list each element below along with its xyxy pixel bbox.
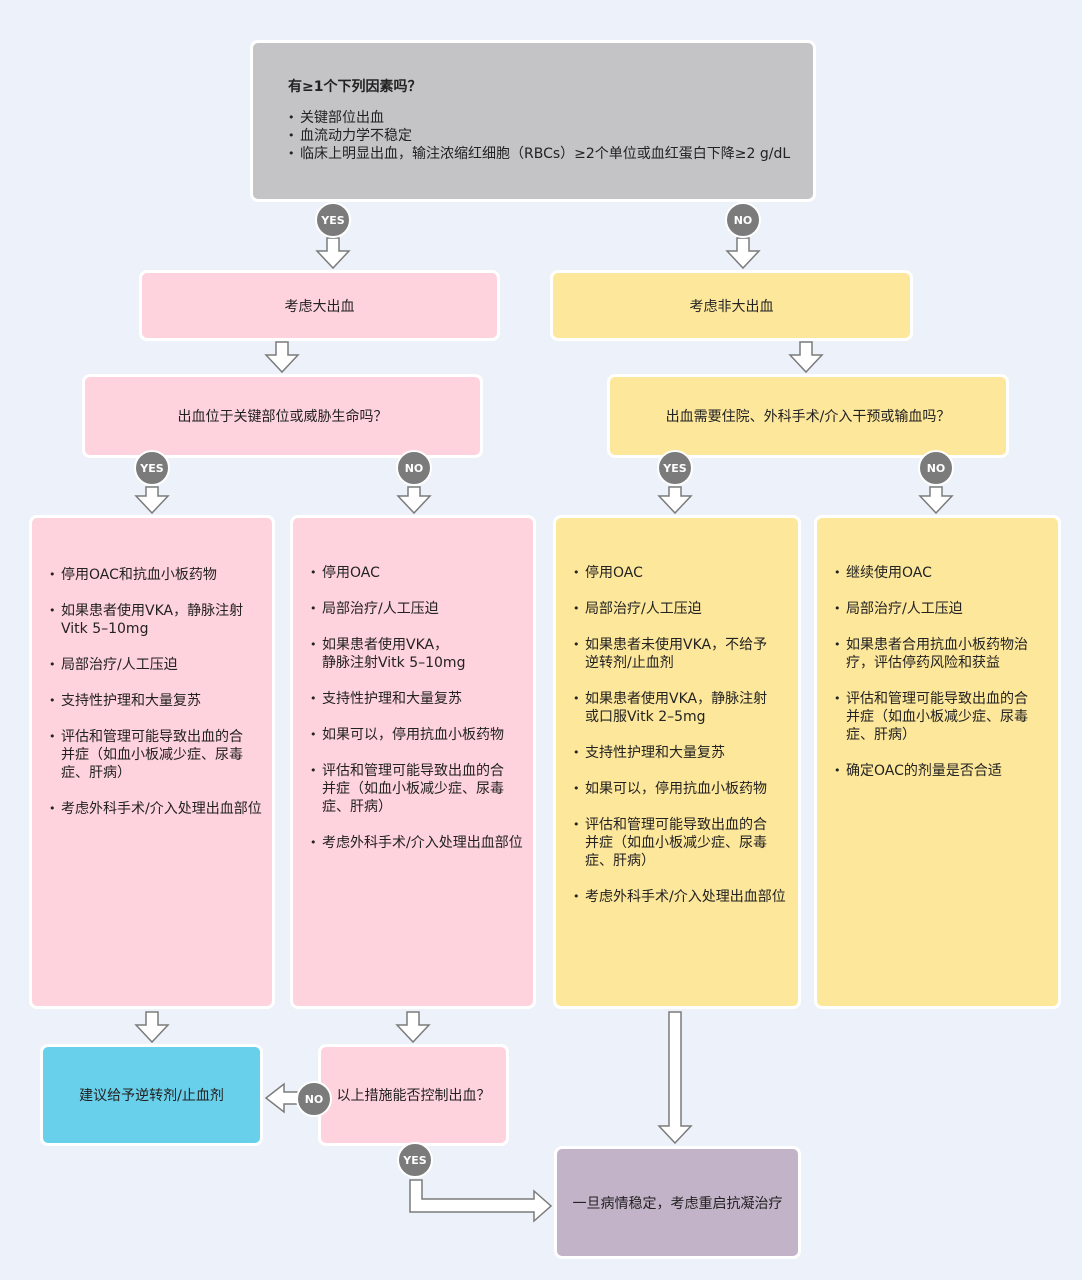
arrow-down	[395, 1011, 431, 1044]
no-badge: NO	[918, 450, 954, 486]
management-item: 考虑外科手术/介入处理出血部位	[573, 888, 792, 906]
management-item: 如果患者使用VKA，静脉注射 Vitk 5–10mg	[49, 602, 262, 638]
reversal-agent-box: 建议给予逆转剂/止血剂	[40, 1044, 263, 1146]
management-item: 如果患者未使用VKA，不给予 逆转剂/止血剂	[573, 636, 792, 672]
initial-question: 有≥1个下列因素吗？	[288, 79, 422, 95]
management-item: 局部治疗/人工压迫	[49, 656, 262, 674]
arrow-down	[396, 486, 432, 515]
initial-factor-list: 关键部位出血 血流动力学不稳定 临床上明显出血，输注浓缩红细胞（RBCs）≥2个…	[288, 109, 813, 163]
yes-badge: YES	[315, 202, 351, 238]
management-list: 停用OAC 局部治疗/人工压迫 如果患者未使用VKA，不给予 逆转剂/止血剂 如…	[573, 564, 792, 906]
arrow-down	[134, 1011, 170, 1044]
management-item: 如果患者使用VKA， 静脉注射Vitk 5–10mg	[310, 636, 527, 672]
management-item: 局部治疗/人工压迫	[573, 600, 792, 618]
arrow-down	[725, 237, 761, 270]
bleeding-control-question: 以上措施能否控制出血？	[336, 1088, 491, 1104]
factor-item: 关键部位出血	[288, 109, 813, 127]
intervention-question: 出血需要住院、外科手术/介入干预或输血吗？	[665, 409, 951, 425]
arrow-down	[315, 237, 351, 270]
bleeding-control-question-box: 以上措施能否控制出血？	[318, 1044, 509, 1146]
major-bleeding-title: 考虑大出血	[284, 298, 355, 315]
management-item: 考虑外科手术/介入处理出血部位	[49, 800, 262, 818]
arrow-down	[657, 486, 693, 515]
reversal-agent-text: 建议给予逆转剂/止血剂	[79, 1088, 224, 1104]
management-item: 停用OAC	[310, 564, 527, 582]
yes-badge: YES	[657, 450, 693, 486]
yes-badge: YES	[134, 450, 170, 486]
restart-anticoagulation-box: 一旦病情稳定，考虑重启抗凝治疗	[554, 1146, 801, 1259]
critical-site-question: 出血位于关键部位或威胁生命吗？	[177, 409, 388, 425]
major-bleeding-box: 考虑大出血	[139, 270, 500, 341]
management-item: 评估和管理可能导致出血的合 并症（如血小板减少症、尿毒 症、肝病）	[310, 762, 527, 816]
management-item: 评估和管理可能导致出血的合 并症（如血小板减少症、尿毒 症、肝病）	[834, 690, 1052, 744]
initial-assessment-box: 有≥1个下列因素吗？ 关键部位出血 血流动力学不稳定 临床上明显出血，输注浓缩红…	[250, 40, 816, 202]
no-badge: NO	[296, 1081, 332, 1117]
management-item: 评估和管理可能导致出血的合 并症（如血小板减少症、尿毒 症、肝病）	[49, 728, 262, 782]
nonmajor-bleeding-title: 考虑非大出血	[689, 298, 774, 315]
factor-item: 临床上明显出血，输注浓缩红细胞（RBCs）≥2个单位或血红蛋白下降≥2 g/dL	[288, 145, 813, 163]
nonmajor-intervention-management-box: 停用OAC 局部治疗/人工压迫 如果患者未使用VKA，不给予 逆转剂/止血剂 如…	[553, 515, 801, 1009]
management-item: 如果患者使用VKA，静脉注射 或口服Vitk 2–5mg	[573, 690, 792, 726]
management-item: 局部治疗/人工压迫	[834, 600, 1052, 618]
arrow-down	[918, 486, 954, 515]
factor-item: 血流动力学不稳定	[288, 127, 813, 145]
management-item: 继续使用OAC	[834, 564, 1052, 582]
critical-bleeding-management-box: 停用OAC和抗血小板药物 如果患者使用VKA，静脉注射 Vitk 5–10mg …	[29, 515, 275, 1009]
management-list: 停用OAC和抗血小板药物 如果患者使用VKA，静脉注射 Vitk 5–10mg …	[49, 566, 262, 818]
management-list: 继续使用OAC 局部治疗/人工压迫 如果患者合用抗血小板药物治 疗，评估停药风险…	[834, 564, 1052, 780]
critical-site-question-box: 出血位于关键部位或威胁生命吗？	[82, 374, 483, 458]
nonmajor-bleeding-box: 考虑非大出血	[550, 270, 913, 341]
management-item: 如果患者合用抗血小板药物治 疗，评估停药风险和获益	[834, 636, 1052, 672]
no-badge: NO	[725, 202, 761, 238]
management-item: 如果可以，停用抗血小板药物	[573, 780, 792, 798]
no-badge: NO	[396, 450, 432, 486]
management-item: 确定OAC的剂量是否合适	[834, 762, 1052, 780]
management-item: 支持性护理和大量复苏	[49, 692, 262, 710]
arrow-elbow	[409, 1179, 553, 1223]
management-item: 停用OAC和抗血小板药物	[49, 566, 262, 584]
arrow-down	[134, 486, 170, 515]
management-item: 停用OAC	[573, 564, 792, 582]
management-item: 考虑外科手术/介入处理出血部位	[310, 834, 527, 852]
yes-badge: YES	[397, 1142, 433, 1178]
management-list: 停用OAC 局部治疗/人工压迫 如果患者使用VKA， 静脉注射Vitk 5–10…	[310, 564, 527, 852]
arrow-down	[788, 341, 824, 374]
management-item: 支持性护理和大量复苏	[573, 744, 792, 762]
nonmajor-continue-management-box: 继续使用OAC 局部治疗/人工压迫 如果患者合用抗血小板药物治 疗，评估停药风险…	[814, 515, 1061, 1009]
intervention-question-box: 出血需要住院、外科手术/介入干预或输血吗？	[607, 374, 1009, 458]
arrow-left	[264, 1082, 299, 1114]
management-item: 评估和管理可能导致出血的合 并症（如血小板减少症、尿毒 症、肝病）	[573, 816, 792, 870]
management-item: 局部治疗/人工压迫	[310, 600, 527, 618]
restart-anticoagulation-text: 一旦病情稳定，考虑重启抗凝治疗	[572, 1195, 783, 1212]
arrow-down-long	[657, 1011, 693, 1145]
management-item: 如果可以，停用抗血小板药物	[310, 726, 527, 744]
arrow-down	[264, 341, 300, 374]
management-item: 支持性护理和大量复苏	[310, 690, 527, 708]
noncritical-major-management-box: 停用OAC 局部治疗/人工压迫 如果患者使用VKA， 静脉注射Vitk 5–10…	[290, 515, 536, 1009]
